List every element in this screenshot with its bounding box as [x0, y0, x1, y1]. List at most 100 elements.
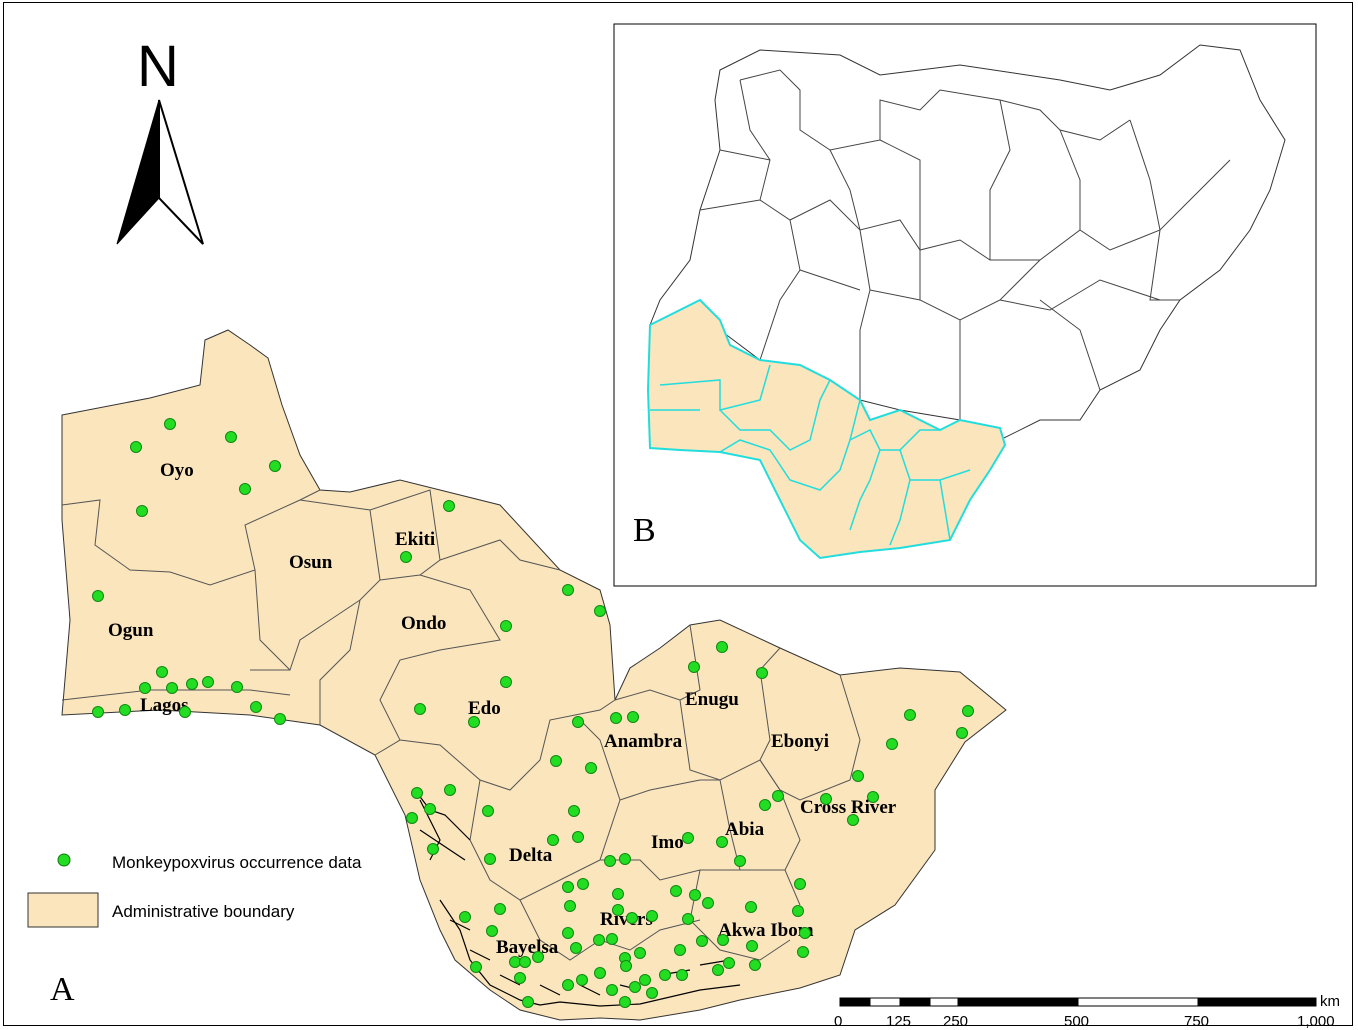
occurrence-point: [225, 431, 237, 443]
occurrence-point: [570, 942, 582, 954]
legend-boundary-swatch: [27, 892, 99, 928]
occurrence-point: [400, 551, 412, 563]
occurrence-point: [696, 935, 708, 947]
occurrence-point: [572, 716, 584, 728]
occurrence-point: [164, 418, 176, 430]
occurrence-point: [186, 678, 198, 690]
scale-tick-125: 125: [886, 1013, 911, 1030]
state-label-osun: Osun: [289, 552, 333, 573]
occurrence-point: [612, 888, 624, 900]
occurrence-point: [585, 762, 597, 774]
state-label-ondo: Ondo: [401, 613, 446, 634]
occurrence-point: [562, 927, 574, 939]
occurrence-point: [411, 787, 423, 799]
inset-map: B: [613, 23, 1317, 587]
state-label-ogun: Ogun: [108, 620, 154, 641]
state-label-edo: Edo: [468, 698, 501, 719]
occurrence-point: [606, 933, 618, 945]
occurrence-point: [688, 661, 700, 673]
occurrence-point: [572, 831, 584, 843]
occurrence-point: [424, 803, 436, 815]
scale-segment: [929, 997, 959, 1007]
occurrence-point: [564, 900, 576, 912]
inset-southern-highlight: [646, 298, 1007, 560]
state-label-akwa-ibom: Akwa Ibom: [718, 920, 814, 941]
scale-bar: km 0 125 250 500 750 1,000: [834, 993, 1340, 1030]
occurrence-point: [274, 713, 286, 725]
occurrence-point: [562, 979, 574, 991]
occurrence-point: [92, 706, 104, 718]
scale-tick-250: 250: [943, 1013, 968, 1030]
coastline-detail: [414, 789, 741, 1007]
north-arrow-letter: N: [137, 34, 179, 99]
legend: Monkeypoxvirus occurrence data Administr…: [27, 853, 362, 928]
occurrence-point: [166, 682, 178, 694]
occurrence-point: [674, 944, 686, 956]
occurrence-point: [962, 705, 974, 717]
scale-segment: [899, 997, 931, 1007]
scale-segment: [869, 997, 901, 1007]
occurrence-point: [619, 853, 631, 865]
occurrence-point: [269, 460, 281, 472]
occurrence-point: [562, 584, 574, 596]
main-state-boundaries: [61, 489, 861, 961]
north-arrow-right-half: [158, 99, 204, 245]
occurrence-point: [522, 996, 534, 1008]
scale-segment: [839, 997, 871, 1007]
occurrence-point: [119, 704, 131, 716]
occurrence-point: [886, 738, 898, 750]
state-label-ebonyi: Ebonyi: [771, 731, 829, 752]
occurrence-point: [444, 784, 456, 796]
occurrence-point: [619, 996, 631, 1008]
occurrence-point: [156, 666, 168, 678]
scale-tick-750: 750: [1184, 1013, 1209, 1030]
occurrence-point: [562, 881, 574, 893]
scale-unit: km: [1320, 993, 1340, 1010]
occurrence-point: [482, 805, 494, 817]
occurrence-point: [702, 897, 714, 909]
state-label-lagos: Lagos: [140, 695, 189, 716]
occurrence-point: [904, 709, 916, 721]
occurrence-point: [514, 972, 526, 984]
state-label-bayelsa: Bayelsa: [496, 937, 559, 958]
occurrence-point: [717, 934, 729, 946]
scale-tick-0: 0: [834, 1013, 842, 1030]
occurrence-point: [629, 981, 641, 993]
occurrence-point: [689, 889, 701, 901]
occurrence-point: [659, 969, 671, 981]
occurrence-point: [797, 946, 809, 958]
occurrence-point: [794, 878, 806, 890]
occurrence-point: [606, 984, 618, 996]
occurrence-point: [867, 791, 879, 803]
occurrence-point: [500, 676, 512, 688]
north-arrow-left-half: [116, 99, 160, 245]
occurrence-point: [627, 711, 639, 723]
inset-panel-letter: B: [633, 512, 656, 549]
inset-state-boundaries: [699, 69, 1231, 420]
occurrence-point: [734, 855, 746, 867]
occurrence-point: [756, 667, 768, 679]
occurrence-point: [626, 912, 638, 924]
occurrence-point: [716, 836, 728, 848]
occurrence-point: [494, 903, 506, 915]
occurrence-point: [568, 805, 580, 817]
state-label-anambra: Anambra: [604, 731, 683, 752]
occurrence-point: [486, 925, 498, 937]
occurrence-point: [414, 703, 426, 715]
occurrence-point: [670, 885, 682, 897]
occurrence-point: [179, 706, 191, 718]
occurrence-point: [594, 605, 606, 617]
occurrence-point: [620, 960, 632, 972]
occurrence-point: [594, 967, 606, 979]
state-label-abia: Abia: [725, 819, 765, 840]
occurrence-point: [92, 590, 104, 602]
occurrence-point: [593, 934, 605, 946]
occurrence-point: [604, 855, 616, 867]
occurrence-point: [547, 834, 559, 846]
state-label-enugu: Enugu: [685, 689, 739, 710]
occurrence-point: [202, 676, 214, 688]
occurrence-point: [772, 790, 784, 802]
occurrence-point: [532, 951, 544, 963]
occurrence-point: [427, 843, 439, 855]
